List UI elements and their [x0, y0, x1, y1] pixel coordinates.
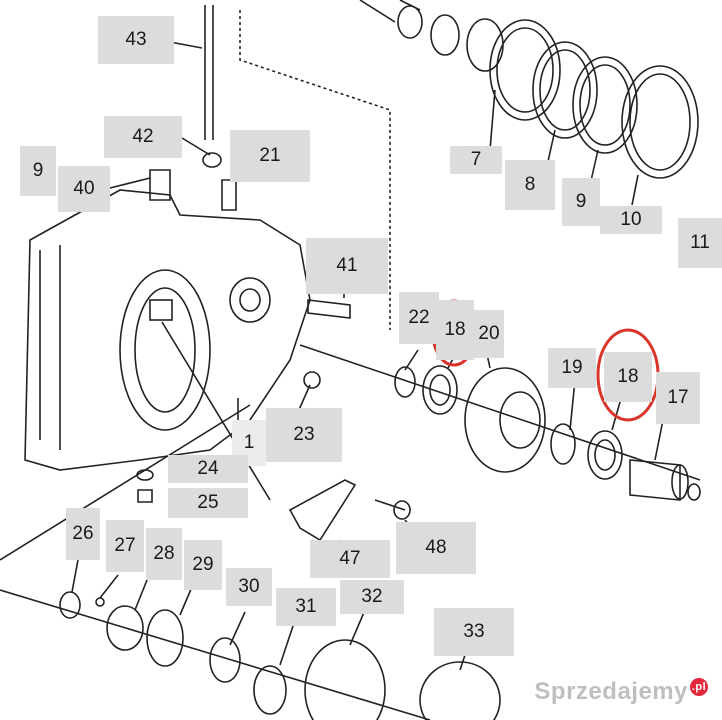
- part-label-18-left: 18: [436, 300, 474, 360]
- part-label-29: 29: [184, 540, 222, 590]
- part-label-24: 24: [168, 455, 248, 483]
- part-label-40: 40: [58, 166, 110, 212]
- part-label-21: 21: [230, 130, 310, 182]
- part-label-23: 23: [266, 408, 342, 462]
- part-label-42: 42: [104, 116, 182, 158]
- part-label-28: 28: [146, 528, 182, 580]
- part-label-9-left: 9: [20, 146, 56, 196]
- part-label-47: 47: [310, 540, 390, 578]
- part-label-31: 31: [276, 588, 336, 626]
- part-label-19: 19: [548, 348, 596, 388]
- part-label-30: 30: [226, 568, 272, 606]
- part-label-8: 8: [505, 160, 555, 210]
- part-label-18-right: 18: [604, 352, 652, 402]
- part-label-9: 9: [562, 178, 600, 226]
- part-label-22: 22: [399, 292, 439, 344]
- housing: [24, 189, 311, 471]
- part-label-33: 33: [434, 608, 514, 656]
- watermark-badge: .pl: [690, 678, 708, 696]
- part-label-25: 25: [168, 488, 248, 518]
- part-label-10: 10: [600, 206, 662, 234]
- watermark-text: Sprzedajemy: [534, 678, 688, 705]
- part-label-32: 32: [340, 580, 404, 614]
- part-label-11: 11: [678, 218, 722, 268]
- part-label-26: 26: [66, 508, 100, 560]
- part-label-48: 48: [396, 522, 476, 574]
- part-label-20: 20: [474, 310, 504, 358]
- watermark-logo: Sprzedajemy.pl: [534, 678, 708, 706]
- part-label-41: 41: [306, 238, 388, 294]
- part-label-17: 17: [656, 372, 700, 424]
- part-label-27: 27: [106, 520, 144, 572]
- part-label-43: 43: [98, 16, 174, 64]
- part-label-7: 7: [450, 146, 502, 174]
